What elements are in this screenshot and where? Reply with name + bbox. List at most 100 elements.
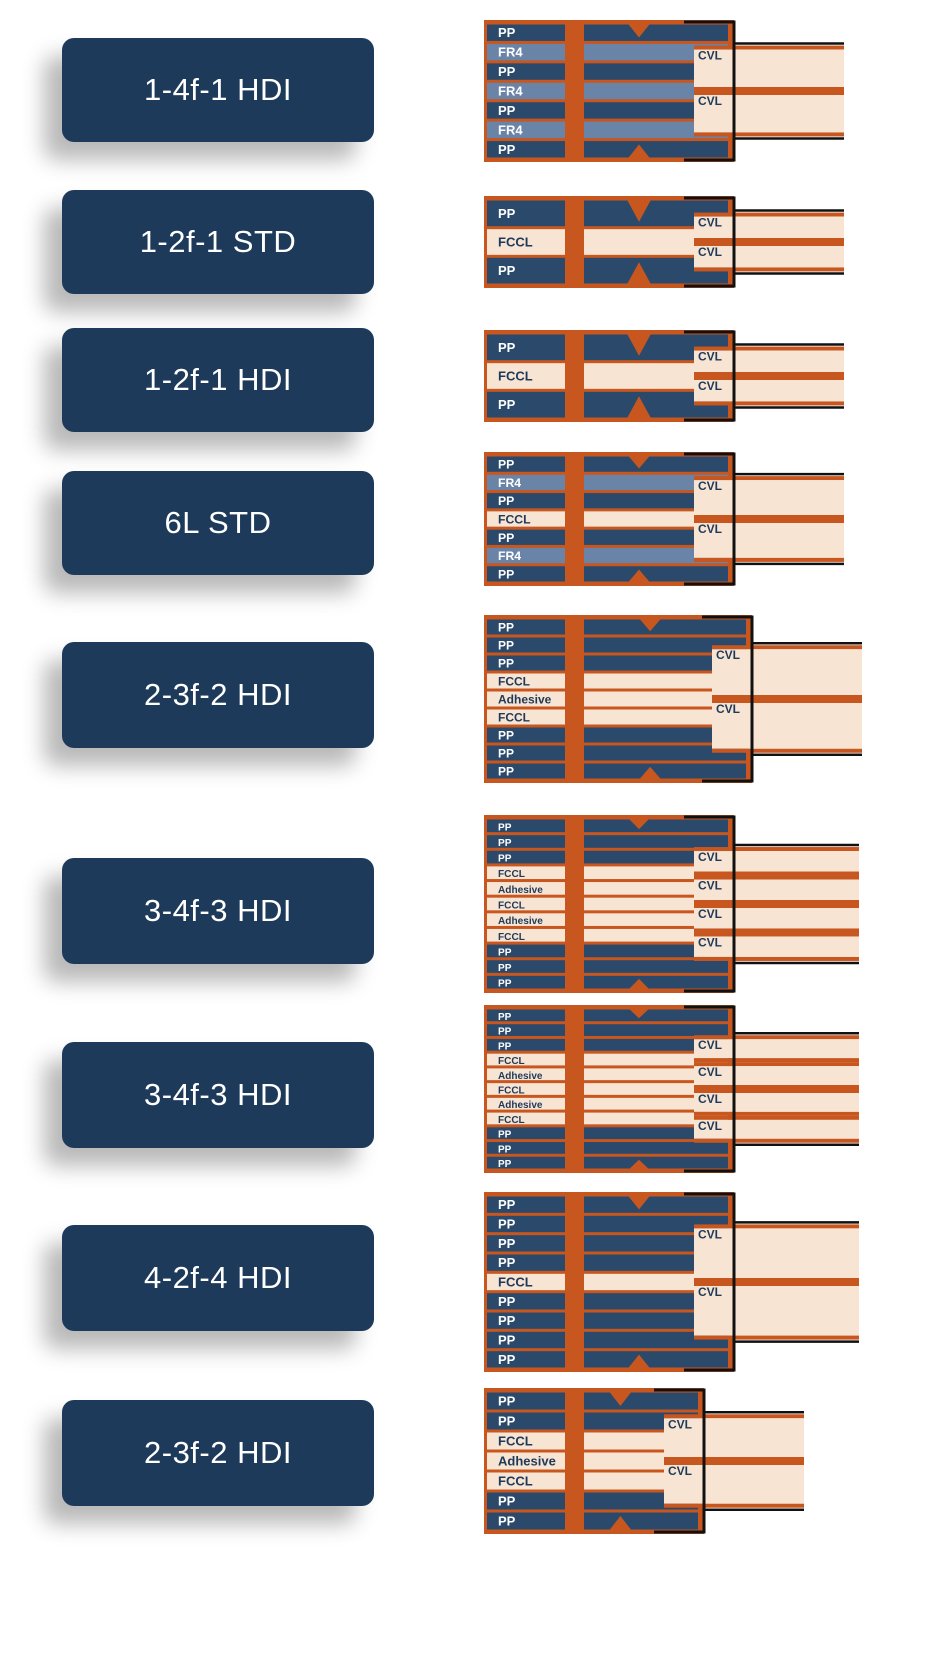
flex-copper: [694, 476, 844, 481]
layer-label: PP: [498, 142, 516, 157]
cvl-label: CVL: [698, 350, 722, 364]
cvl-label: CVL: [698, 935, 722, 949]
layer-band: [487, 619, 565, 635]
layer-label: FCCL: [498, 1115, 525, 1126]
layer-band: [584, 745, 746, 761]
layer-label: PP: [498, 963, 512, 974]
coverlay-outline: [654, 1388, 706, 1534]
cvl-label: CVL: [698, 216, 722, 230]
stackup-label: 1-2f-1 STD: [62, 190, 374, 294]
layer-band: [487, 1492, 565, 1510]
layer-band: [584, 673, 746, 689]
layer-band: [584, 1112, 728, 1125]
layer-band: [584, 566, 728, 582]
cvl-label: CVL: [698, 479, 722, 493]
flex-copper: [694, 1089, 859, 1093]
layer-band: [584, 913, 728, 926]
layer-band: [584, 655, 746, 671]
layer-label: PP: [498, 103, 516, 118]
layer-label: FR4: [498, 476, 521, 490]
layer-label: PP: [498, 1313, 516, 1328]
layer-band: [487, 897, 565, 911]
cvl-label: CVL: [698, 1038, 722, 1052]
layer-band: [584, 511, 728, 527]
cvl-label: CVL: [698, 94, 722, 108]
layer-label: PP: [498, 567, 514, 581]
flex-copper: [694, 1278, 859, 1282]
layer-band: [487, 913, 565, 926]
flex-copper: [712, 748, 862, 753]
layer-band: [584, 1127, 728, 1140]
layer-band: [487, 1452, 565, 1470]
layer-label: Adhesive: [498, 916, 543, 927]
stackup-cross-section: PPPPPPFCCLAdhesiveFCCLAdhesiveFCCLPPPPPP…: [484, 1005, 859, 1173]
layer-band: [487, 1083, 565, 1095]
layer-band: [487, 1068, 565, 1081]
cvl-label: CVL: [698, 1065, 722, 1079]
microvia: [625, 1159, 653, 1173]
layer-band: [584, 1254, 728, 1271]
flex-copper: [694, 875, 859, 880]
flex-core: [694, 49, 844, 87]
flex-copper: [694, 346, 844, 351]
layer-band: [487, 763, 565, 779]
layer-band: [584, 1097, 728, 1110]
plated-via: [570, 330, 584, 422]
layer-band: [487, 1112, 565, 1125]
layer-label: PP: [498, 494, 514, 508]
layer-band: [487, 1432, 565, 1450]
microvia: [625, 1192, 653, 1210]
layer-band: [584, 1038, 728, 1051]
layer-label: Adhesive: [498, 1100, 543, 1111]
layer-label: FCCL: [498, 869, 525, 880]
layer-band: [584, 63, 728, 80]
layer-label: PP: [498, 1514, 516, 1529]
layer-label: FCCL: [498, 675, 530, 689]
layer-band: [487, 200, 565, 227]
stackup-label: 1-4f-1 HDI: [62, 38, 374, 142]
layer-band: [487, 547, 565, 564]
layer-band: [584, 456, 728, 472]
layer-band: [584, 547, 728, 564]
flex-copper: [694, 1224, 859, 1229]
layer-label: PP: [498, 1144, 512, 1155]
flex-core: [712, 703, 862, 749]
layer-label: PP: [498, 340, 516, 355]
flex-copper: [694, 1335, 859, 1340]
layer-band: [487, 691, 565, 707]
stackup-label: 2-3f-2 HDI: [62, 1400, 374, 1506]
layer-band: [584, 1312, 728, 1329]
layer-label: FCCL: [498, 1275, 533, 1290]
flex-copper: [694, 1035, 859, 1040]
layer-band: [584, 897, 728, 911]
cvl-label: CVL: [716, 702, 740, 716]
flex-core: [664, 1465, 804, 1504]
layer-band: [584, 1273, 728, 1291]
layer-band: [487, 1392, 565, 1410]
layer-band: [487, 1312, 565, 1329]
cvl-label: CVL: [668, 1464, 692, 1478]
microvia: [625, 1005, 653, 1019]
layer-label: PP: [498, 747, 514, 761]
layer-band: [487, 1142, 565, 1154]
plated-via: [570, 615, 584, 783]
flex-copper: [664, 1457, 804, 1461]
layer-band: [487, 673, 565, 689]
layer-label: PP: [498, 1041, 512, 1052]
layer-band: [487, 1472, 565, 1490]
layer-label: PP: [498, 1494, 516, 1509]
layer-label: Adhesive: [498, 693, 552, 707]
microvia: [625, 330, 653, 356]
layer-band: [584, 1392, 698, 1410]
layer-label: FCCL: [498, 711, 530, 725]
layer-band: [584, 835, 728, 848]
flex-copper: [694, 91, 844, 95]
plated-via: [570, 1005, 584, 1173]
layer-band: [584, 1351, 728, 1368]
layer-band: [487, 229, 565, 255]
flex-copper: [694, 87, 844, 91]
cvl-label: CVL: [716, 648, 740, 662]
layer-label: PP: [498, 838, 512, 849]
flex-copper: [694, 132, 844, 137]
plated-via: [570, 452, 584, 586]
